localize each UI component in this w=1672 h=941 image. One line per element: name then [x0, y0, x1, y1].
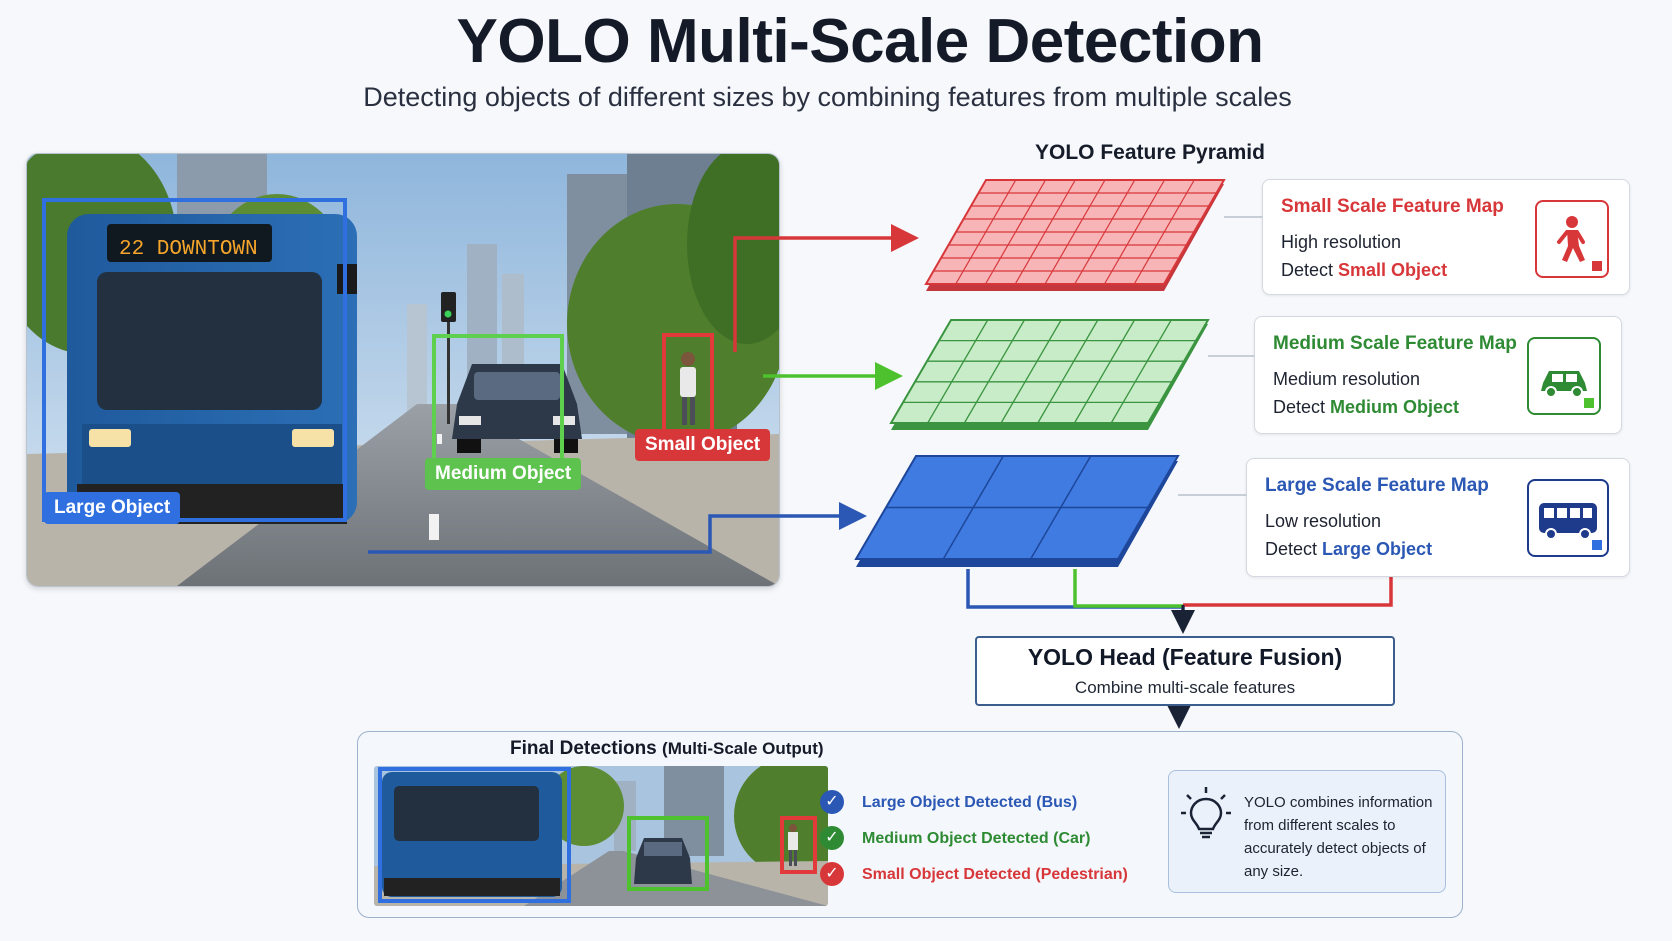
large-scale-feature-grid [854, 455, 1180, 567]
medium-object-label: Medium Object [425, 458, 582, 490]
card-title: Small Scale Feature Map [1281, 196, 1504, 217]
page-subtitle: Detecting objects of different sizes by … [363, 82, 1292, 112]
pedestrian-icon [1535, 200, 1609, 278]
large-object-label: Large Object [44, 492, 181, 524]
card-resolution: Low resolution [1265, 511, 1382, 531]
small-scale-feature-grid [924, 179, 1226, 291]
card-title: Medium Scale Feature Map [1273, 333, 1517, 354]
info-box: YOLO combines information from different… [1168, 770, 1446, 893]
check-icon: ✓ [820, 826, 844, 850]
medium-scale-map-card: Medium Scale Feature Map Medium resoluti… [1254, 316, 1622, 434]
pyramid-title: YOLO Feature Pyramid [1035, 141, 1265, 164]
info-text: YOLO combines information from different… [1244, 794, 1433, 880]
small-object-arrow [733, 224, 919, 352]
head-title: YOLO Head (Feature Fusion) [1027, 644, 1343, 670]
small-scale-map-card: Small Scale Feature Map High resolution … [1262, 179, 1630, 295]
detection-item-medium: ✓ Medium Object Detected (Car) [820, 826, 1090, 850]
page-title: YOLO Multi-Scale Detection [456, 7, 1264, 76]
medium-scale-feature-grid [889, 319, 1210, 430]
scene-image: 22 DOWNTOWN Large Object Medium Object S… [26, 153, 780, 587]
card-detect-text: Detect Large Object [1265, 539, 1433, 559]
large-scale-map-card: Large Scale Feature Map Low resolution D… [1246, 458, 1630, 577]
lightbulb-icon [1181, 787, 1231, 839]
final-detections-panel: Final Detections (Multi-Scale Output) ✓ … [357, 731, 1463, 918]
detection-item-large: ✓ Large Object Detected (Bus) [820, 790, 1077, 814]
check-icon: ✓ [820, 862, 844, 886]
card-resolution: High resolution [1281, 232, 1402, 252]
card-detect-text: Detect Small Object [1281, 260, 1448, 280]
small-object-label: Small Object [635, 429, 771, 461]
card-title: Large Scale Feature Map [1265, 475, 1489, 496]
head-subtitle: Combine multi-scale features [1074, 678, 1296, 697]
bus-icon [1527, 479, 1609, 557]
large-object-arrow [368, 502, 867, 554]
detection-item-small: ✓ Small Object Detected (Pedestrian) [820, 862, 1128, 886]
yolo-head-box: YOLO Head (Feature Fusion) Combine multi… [975, 636, 1395, 706]
bus-destination-sign: 22 DOWNTOWN [119, 238, 258, 261]
card-resolution: Medium resolution [1273, 369, 1421, 389]
final-detections-image [374, 766, 828, 906]
final-title: Final Detections (Multi-Scale Output) [510, 738, 824, 759]
car-icon [1527, 337, 1601, 415]
card-detect-text: Detect Medium Object [1273, 397, 1460, 417]
check-icon: ✓ [820, 790, 844, 814]
